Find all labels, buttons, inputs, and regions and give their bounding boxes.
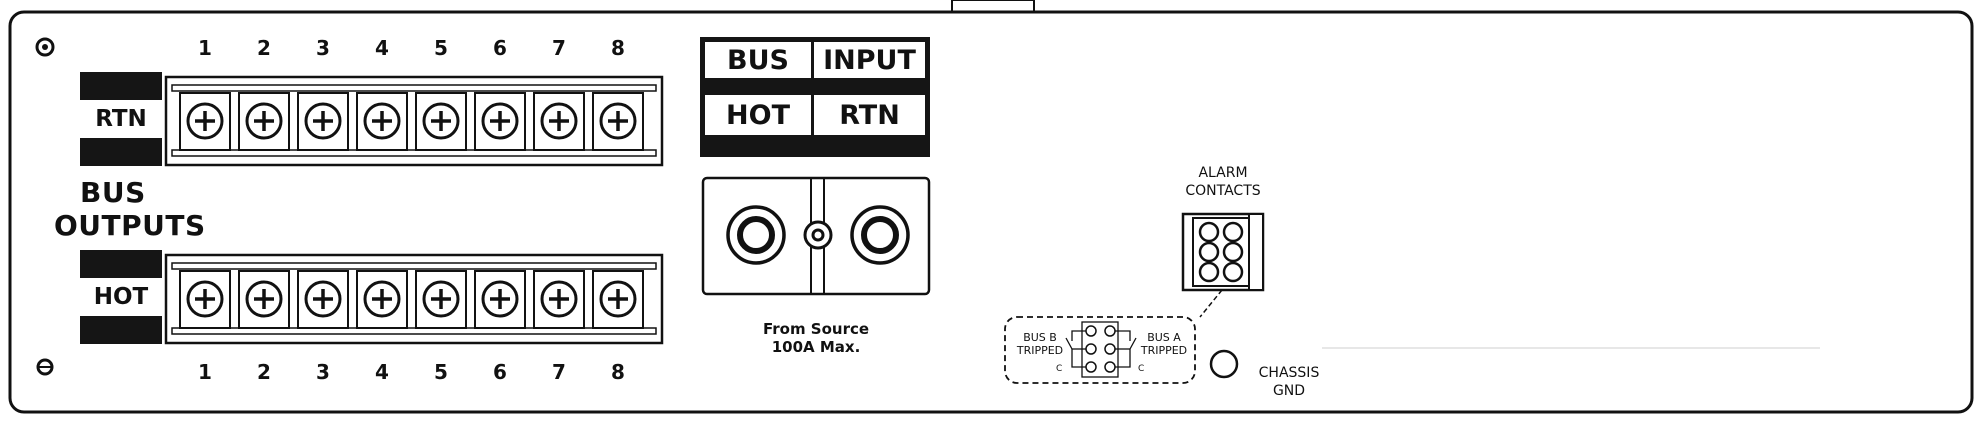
hot-terminal-8[interactable]: [592, 270, 644, 329]
mounting-screw-top: [35, 37, 55, 57]
hot-terminals: [179, 270, 644, 329]
alarm-contacts-title: ALARM CONTACTS: [1168, 164, 1278, 200]
terminal-number: 8: [611, 360, 625, 384]
hot-terminal-2[interactable]: [238, 270, 290, 329]
input-center-screw: [803, 220, 833, 250]
bus-outputs-line-2: OUTPUTS: [54, 209, 206, 242]
hot-terminal-1[interactable]: [179, 270, 231, 329]
bus-input-rtn: RTN: [814, 95, 925, 135]
bus-outputs-line-1: BUS: [80, 176, 146, 209]
bus-input-input: INPUT: [814, 42, 925, 78]
mounting-screw-bottom: [36, 358, 54, 376]
terminal-number: 3: [316, 36, 330, 60]
alarm-connector[interactable]: [1181, 212, 1265, 292]
rtn-tag-label: RTN: [80, 100, 162, 138]
chassis-gnd-line-2: GND: [1272, 383, 1306, 399]
hot-tag: HOT: [80, 250, 162, 344]
bus-input-label-box: BUS INPUT HOT RTN: [700, 37, 930, 157]
input-hot-stud[interactable]: [726, 205, 786, 265]
input-rtn-stud[interactable]: [850, 205, 910, 265]
terminal-number: 7: [552, 36, 566, 60]
bus-b-line-1: BUS B: [1023, 331, 1057, 344]
terminal-number: 4: [375, 36, 389, 60]
rtn-terminal-1[interactable]: [179, 92, 231, 151]
rtn-terminal-8[interactable]: [592, 92, 644, 151]
bus-a-line-1: BUS A: [1147, 331, 1181, 344]
terminal-number: 1: [198, 36, 212, 60]
rtn-tag: RTN: [80, 72, 162, 166]
bus-input-connector: [701, 176, 931, 296]
alarm-schematic: [1004, 316, 1196, 384]
chassis-gnd-stud[interactable]: [1209, 349, 1239, 379]
terminal-number: 6: [493, 36, 507, 60]
bus-b-line-2: TRIPPED: [1016, 344, 1064, 357]
rtn-terminal-4[interactable]: [356, 92, 408, 151]
terminal-number: 2: [257, 36, 271, 60]
hot-terminal-7[interactable]: [533, 270, 585, 329]
bus-b-tripped-label: BUS B TRIPPED: [1010, 331, 1070, 357]
alarm-title-line-1: ALARM: [1198, 165, 1248, 181]
terminal-number: 2: [257, 360, 271, 384]
input-caption: From Source 100A Max.: [736, 320, 896, 356]
terminal-number: 5: [434, 36, 448, 60]
hot-terminal-3[interactable]: [297, 270, 349, 329]
input-caption-line-2: 100A Max.: [771, 338, 861, 356]
input-caption-line-1: From Source: [762, 320, 870, 338]
hot-terminal-6[interactable]: [474, 270, 526, 329]
bus-input-hot: HOT: [705, 95, 811, 135]
rtn-terminals: [179, 92, 644, 151]
rtn-terminal-5[interactable]: [415, 92, 467, 151]
bus-a-common-label: C: [1138, 364, 1145, 374]
terminal-number: 1: [198, 360, 212, 384]
alarm-leader-line: [1199, 289, 1223, 318]
bus-b-common-label: C: [1056, 364, 1063, 374]
bus-a-line-2: TRIPPED: [1140, 344, 1188, 357]
terminal-number: 5: [434, 360, 448, 384]
chassis-gnd-label: CHASSIS GND: [1244, 364, 1334, 400]
rtn-terminal-6[interactable]: [474, 92, 526, 151]
rtn-terminal-3[interactable]: [297, 92, 349, 151]
terminal-number: 7: [552, 360, 566, 384]
terminal-number: 3: [316, 360, 330, 384]
terminal-number: 8: [611, 36, 625, 60]
hot-terminal-5[interactable]: [415, 270, 467, 329]
chassis-gnd-line-1: CHASSIS: [1258, 365, 1320, 381]
hot-terminal-4[interactable]: [356, 270, 408, 329]
bus-outputs-label: BUS OUTPUTS: [54, 176, 206, 242]
terminal-number: 6: [493, 360, 507, 384]
bus-a-tripped-label: BUS A TRIPPED: [1134, 331, 1194, 357]
hot-tag-label: HOT: [80, 278, 162, 316]
terminal-number: 4: [375, 360, 389, 384]
rtn-terminal-2[interactable]: [238, 92, 290, 151]
alarm-title-line-2: CONTACTS: [1185, 183, 1261, 199]
rtn-terminal-7[interactable]: [533, 92, 585, 151]
bus-input-bus: BUS: [705, 42, 811, 78]
